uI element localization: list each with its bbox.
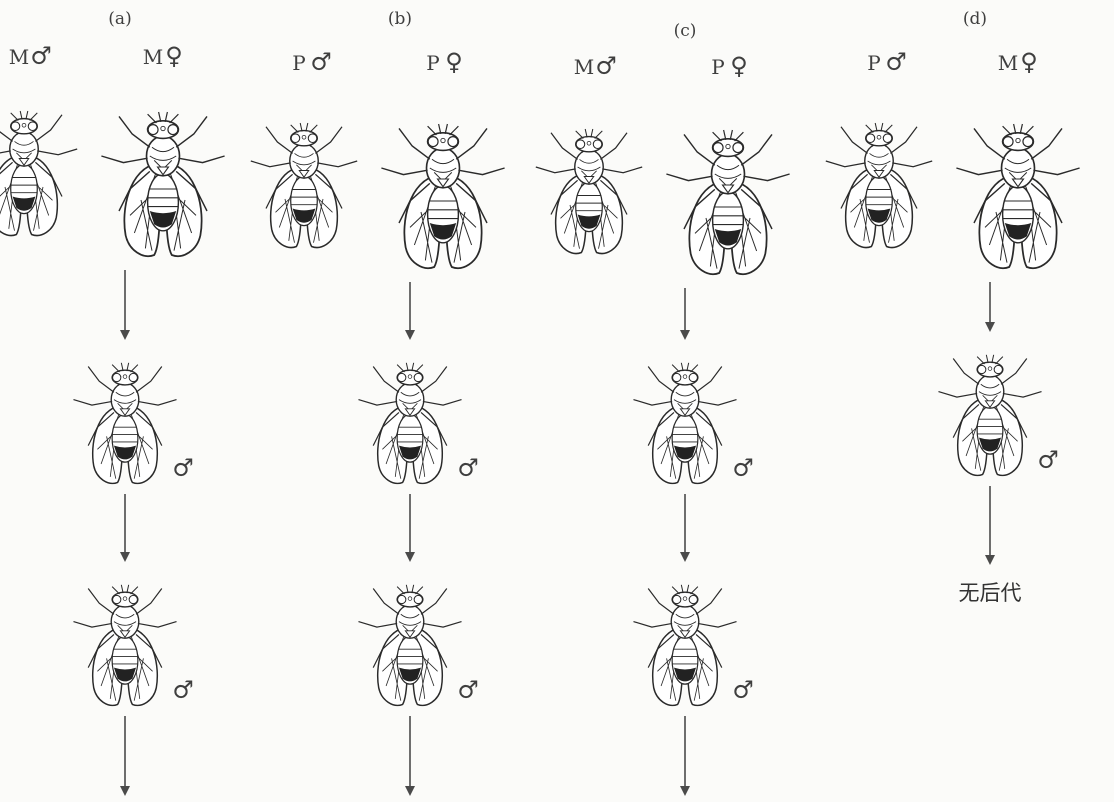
male-symbol: ♂	[172, 676, 194, 704]
male-fly-offspring	[633, 585, 736, 706]
female-symbol: ♀	[730, 52, 748, 80]
down-arrow	[985, 486, 995, 565]
panel-label: (d)	[963, 9, 987, 29]
female-symbol: ♀	[165, 42, 183, 70]
mother-strain-label: M	[143, 45, 163, 69]
father-strain-label: P	[867, 51, 880, 75]
down-arrow	[120, 494, 130, 562]
panel-label: (c)	[674, 21, 697, 41]
male-symbol: ♂	[732, 676, 754, 704]
male-symbol: ♂	[595, 52, 617, 80]
male-fly-parent	[0, 111, 77, 235]
down-arrow	[405, 282, 415, 340]
down-arrow	[120, 716, 130, 796]
female-fly-parent	[956, 124, 1079, 268]
cross-panel-d: (d)P♂M♀♂无后代	[826, 9, 1080, 605]
down-arrow	[680, 494, 690, 562]
down-arrow	[405, 494, 415, 562]
male-symbol: ♂	[885, 48, 907, 76]
male-fly-offspring	[358, 363, 461, 484]
down-arrow	[680, 716, 690, 796]
male-fly-parent	[826, 123, 932, 247]
female-symbol: ♀	[445, 48, 463, 76]
down-arrow	[405, 716, 415, 796]
male-symbol: ♂	[30, 42, 52, 70]
cross-panel-b: (b)P♂P♀♂♂	[251, 9, 505, 796]
female-fly-parent	[666, 130, 789, 274]
male-symbol: ♂	[310, 48, 332, 76]
male-fly-offspring	[73, 585, 176, 706]
male-symbol: ♂	[1037, 446, 1059, 474]
panel-label: (b)	[388, 9, 412, 29]
down-arrow	[985, 282, 995, 332]
male-fly-offspring	[73, 363, 176, 484]
mother-strain-label: P	[426, 51, 439, 75]
male-fly-offspring	[358, 585, 461, 706]
male-fly-offspring	[938, 355, 1041, 476]
father-strain-label: P	[292, 51, 305, 75]
mother-strain-label: M	[998, 51, 1018, 75]
father-strain-label: M	[574, 55, 594, 79]
male-symbol: ♂	[172, 454, 194, 482]
down-arrow	[680, 288, 690, 340]
mother-strain-label: P	[711, 55, 724, 79]
male-fly-offspring	[633, 363, 736, 484]
male-symbol: ♂	[732, 454, 754, 482]
panel-label: (a)	[108, 9, 131, 29]
male-fly-parent	[251, 123, 357, 247]
male-fly-parent	[536, 129, 642, 253]
female-symbol: ♀	[1020, 48, 1038, 76]
no-offspring-label: 无后代	[959, 581, 1022, 605]
cross-panel-a: (a)M♂M♀♂♂	[0, 9, 225, 796]
down-arrow	[120, 270, 130, 340]
male-symbol: ♂	[457, 454, 479, 482]
father-strain-label: M	[9, 45, 29, 69]
male-symbol: ♂	[457, 676, 479, 704]
female-fly-parent	[381, 124, 504, 268]
female-fly-parent	[101, 112, 224, 256]
cross-panel-c: (c)M♂P♀♂♂	[536, 21, 790, 796]
